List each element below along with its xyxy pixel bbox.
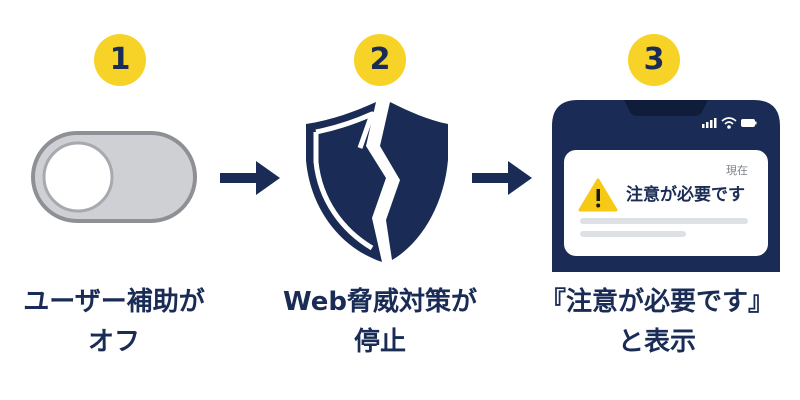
warning-triangle-icon bbox=[578, 178, 618, 212]
arrow-right-icon bbox=[472, 161, 532, 195]
step-2-number: 2 bbox=[369, 42, 391, 77]
notification-message: 注意が必要です bbox=[626, 184, 745, 205]
step-2-caption-line-1: Web脅威対策が bbox=[283, 287, 477, 317]
step-1-caption-line-2: オフ bbox=[87, 327, 140, 357]
step-1-number: 1 bbox=[109, 42, 131, 77]
step-3-caption-line-2: と表示 bbox=[617, 327, 696, 357]
step-2-caption-line-2: 停止 bbox=[353, 327, 406, 357]
placeholder-line bbox=[580, 231, 686, 237]
notification-card bbox=[564, 150, 768, 256]
notification-time: 現在 bbox=[726, 164, 748, 177]
step-1-caption: ユーザー補助が オフ bbox=[14, 282, 214, 362]
arrow-right-icon bbox=[220, 161, 280, 195]
placeholder-line bbox=[580, 218, 748, 224]
step-3-caption: 『注意が必要です』 と表示 bbox=[532, 282, 782, 362]
step-3-number: 3 bbox=[643, 42, 665, 77]
step-3-badge: 3 bbox=[628, 34, 680, 86]
step-1-badge: 1 bbox=[94, 34, 146, 86]
wifi-icon bbox=[721, 117, 737, 129]
signal-icon bbox=[702, 118, 717, 128]
step-1-caption-line-1: ユーザー補助が bbox=[23, 287, 205, 317]
step-2-badge: 2 bbox=[354, 34, 406, 86]
toggle-off-icon bbox=[31, 131, 197, 223]
phone-notification-icon: 現在 注意が必要です bbox=[552, 100, 780, 272]
step-2-caption: Web脅威対策が 停止 bbox=[280, 282, 480, 362]
step-3-caption-line-1: 『注意が必要です』 bbox=[539, 287, 774, 317]
battery-icon bbox=[741, 119, 757, 127]
broken-shield-icon bbox=[306, 102, 448, 262]
